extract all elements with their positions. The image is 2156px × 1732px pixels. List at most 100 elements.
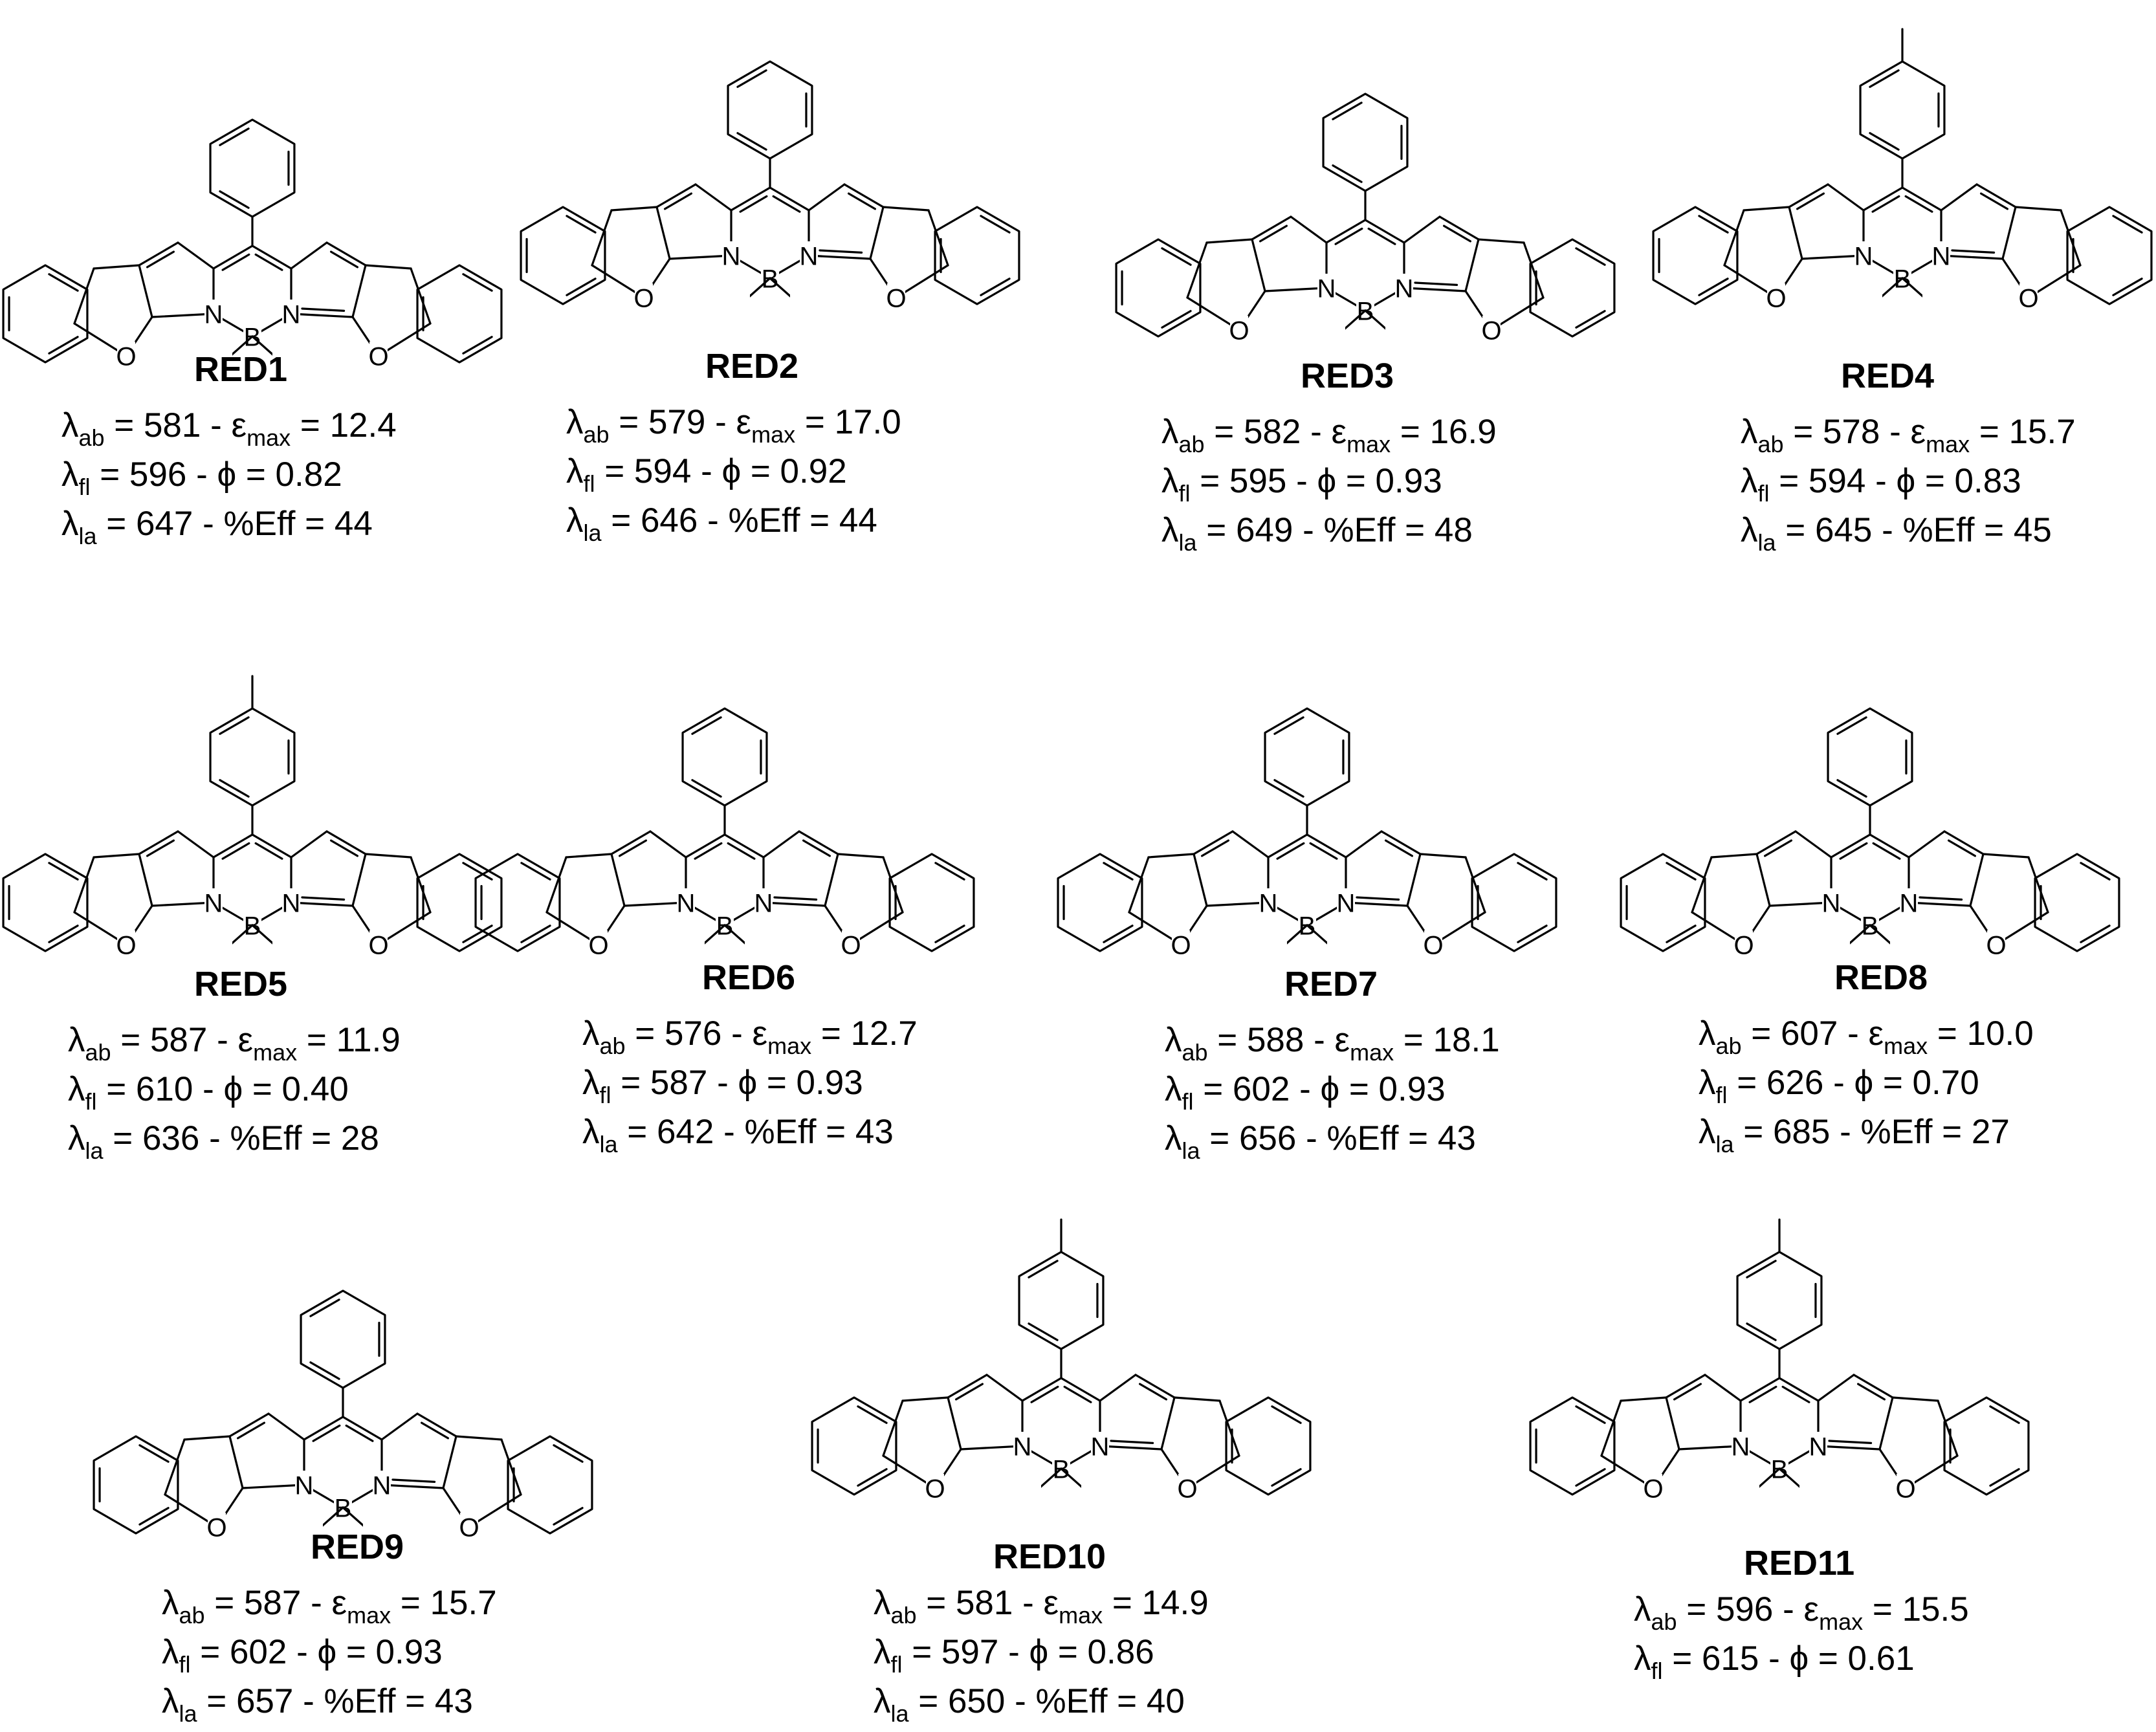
fluorescence-row: λfl = 596 - ϕ = 0.82 — [61, 450, 397, 499]
compound-name: RED9 — [311, 1528, 404, 1566]
bond — [1325, 219, 1367, 244]
separator: - — [1773, 1590, 1804, 1628]
bond — [177, 830, 215, 859]
double-bond — [694, 842, 723, 860]
bond — [2014, 206, 2062, 212]
nitrogen-atom-bg — [1822, 888, 1840, 910]
bond — [1306, 833, 1347, 859]
absorption-subscript: ab — [890, 1602, 917, 1628]
laser-row: λla = 657 - %Eff = 43 — [162, 1677, 497, 1726]
bond — [177, 241, 215, 270]
quantum-yield-value: 0.92 — [780, 452, 847, 490]
meso-aryl-ring-double-bond — [1028, 1322, 1059, 1341]
oxygen-atom: O — [886, 285, 906, 313]
bond — [1743, 206, 1790, 212]
fluorine-atom-bg — [272, 937, 291, 959]
bond — [1193, 853, 1208, 907]
laser-emission-value: 642 — [656, 1113, 714, 1151]
bond — [545, 856, 567, 914]
bond — [1173, 1396, 1221, 1402]
bond — [901, 1396, 949, 1402]
equals: = — [1394, 1021, 1433, 1059]
laser-emission-value: 650 — [947, 1682, 1006, 1720]
benzene-ring-double-bond — [48, 273, 79, 292]
epsilon-subscript: max — [1884, 1033, 1928, 1059]
equals: = — [741, 452, 780, 490]
double-bond — [1763, 839, 1792, 857]
meso-aryl-ring-double-bond — [1869, 69, 1900, 88]
side-substituent-left-bg — [0, 1435, 16, 1457]
double-bond — [773, 896, 818, 901]
separator: - — [287, 1633, 318, 1671]
benzene-ring-double-bond — [2080, 862, 2111, 881]
efficiency-label: %Eff — [728, 501, 800, 540]
bond — [1969, 853, 1985, 907]
lambda-symbol: λ — [1161, 413, 1179, 451]
oxygen-atom-bg — [1178, 1474, 1196, 1496]
bond — [73, 856, 95, 914]
equals: = — [1974, 511, 2014, 549]
bond — [1218, 1399, 1240, 1457]
double-bond — [1414, 281, 1458, 286]
fluorescence-subscript: fl — [1715, 1082, 1728, 1108]
benzene-ring — [1471, 853, 1557, 952]
epsilon-subscript: max — [1350, 1039, 1394, 1066]
meso-aryl-ring-double-bond — [219, 190, 250, 209]
benzene-ring — [1529, 1396, 1616, 1496]
bond — [1186, 241, 1208, 299]
bond — [1869, 833, 1910, 859]
nitrogen-atom: N — [282, 301, 301, 329]
benzene-ring — [416, 264, 503, 364]
absorption-max-value: 576 — [664, 1014, 722, 1053]
fluorescence-row: λfl = 615 - ϕ = 0.61 — [1634, 1634, 1969, 1683]
oxygen-atom-bg — [842, 930, 860, 952]
laser-efficiency-value: 40 — [1146, 1682, 1185, 1720]
laser-efficiency-value: 43 — [855, 1113, 894, 1151]
laser-subscript: la — [78, 523, 97, 549]
absorption-row: λab = 607 - εmax = 10.0 — [1699, 1009, 2034, 1058]
fluorine-atom-bg — [687, 937, 705, 959]
bond — [1193, 830, 1234, 855]
laser-subscript: la — [85, 1137, 104, 1164]
benzene-ring — [1115, 238, 1202, 338]
double-bond — [146, 839, 175, 857]
equals: = — [916, 1584, 956, 1622]
bond — [1908, 830, 1946, 859]
nitrogen-atom-bg — [1395, 274, 1413, 296]
meso-aryl-ring — [1322, 93, 1409, 192]
bond — [1817, 1374, 1855, 1402]
quantum-yield-value: 0.93 — [1375, 462, 1442, 500]
oxygen-atom: O — [1177, 1475, 1197, 1504]
bond — [762, 901, 826, 907]
bond — [730, 186, 771, 212]
fluorescence-subscript: fl — [1182, 1088, 1194, 1115]
nitrogen-atom-bg — [1091, 1432, 1109, 1454]
absorption-max-value: 607 — [1780, 1014, 1838, 1053]
equals: = — [625, 1014, 665, 1053]
bond — [342, 1416, 383, 1441]
bond — [960, 1445, 1024, 1451]
nitrogen-atom: N — [754, 890, 773, 918]
equals: = — [1339, 1070, 1379, 1108]
nitrogen-atom: N — [295, 1472, 314, 1500]
nitrogen-atom: N — [1337, 890, 1356, 918]
nitrogen-atom-bg — [1932, 241, 1950, 263]
molar-absorptivity-value: 12.4 — [329, 406, 397, 444]
benzene-ring-double-bond — [553, 1507, 584, 1526]
bond — [351, 853, 367, 907]
equals: = — [103, 1119, 142, 1157]
bond — [947, 1396, 962, 1451]
epsilon-symbol: ε — [1334, 1021, 1350, 1059]
bond — [183, 1435, 231, 1441]
nitrogen-atom: N — [373, 1472, 391, 1500]
phi-symbol: ϕ — [317, 1633, 337, 1671]
phi-symbol: ϕ — [1317, 462, 1337, 500]
double-bond — [802, 839, 831, 857]
benzene-ring-double-bond — [980, 278, 1011, 296]
